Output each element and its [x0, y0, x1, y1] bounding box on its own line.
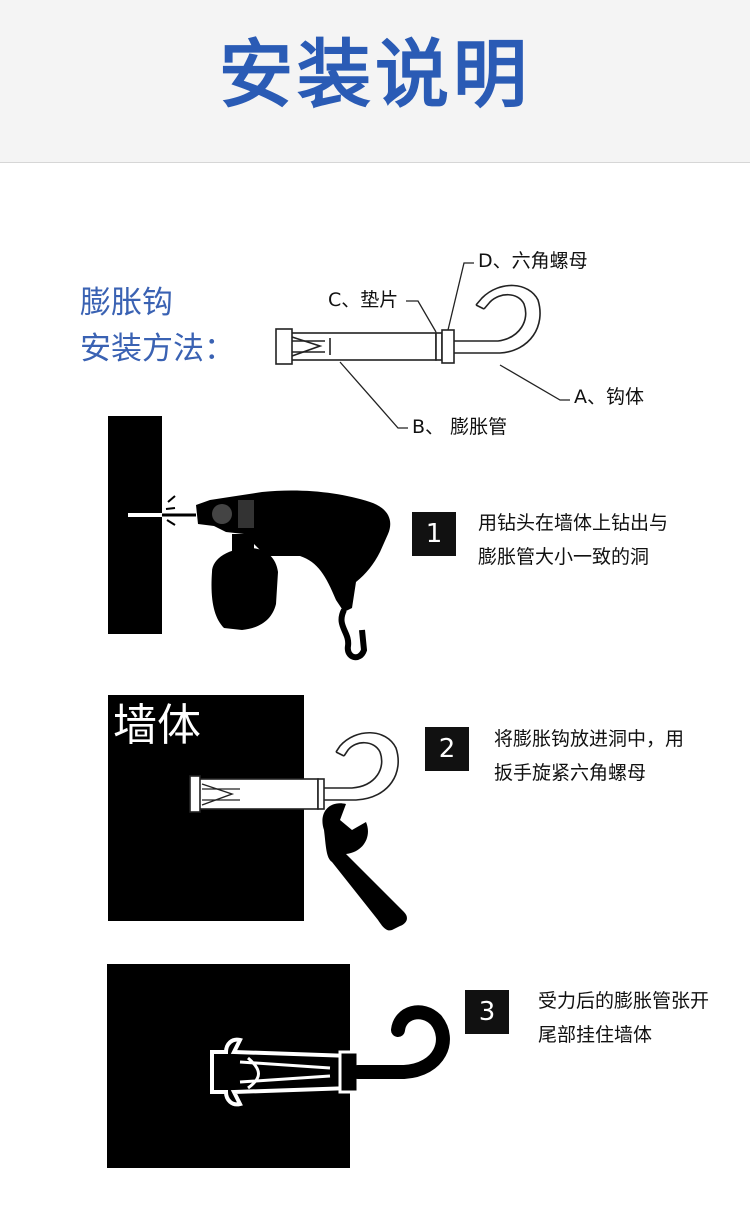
step3-expanded-scene — [107, 964, 450, 1168]
drilled-hole — [128, 513, 162, 517]
step-2-line1: 将膨胀钩放进洞中，用 — [494, 728, 685, 750]
label-washer: C、垫片 — [324, 289, 403, 312]
step-1-line2: 膨胀管大小一致的洞 — [478, 546, 650, 568]
header-banner: 安装说明 — [0, 0, 750, 163]
method-title-line2: 安装方法： — [80, 331, 235, 367]
page-title: 安装说明 — [219, 32, 531, 118]
step-3-number: 3 — [465, 990, 509, 1034]
hook-bolt-diagram — [275, 284, 541, 365]
label-hook-body: A、钩体 — [570, 386, 648, 409]
step1-drilling-scene — [108, 416, 391, 661]
wall-label: 墙体 — [113, 700, 201, 751]
step-2-text: 将膨胀钩放进洞中，用 扳手旋紧六角螺母 — [494, 722, 750, 790]
step-2-number: 2 — [425, 727, 469, 771]
step2-tightening-scene — [108, 695, 407, 931]
wall-slab — [108, 416, 162, 634]
label-hex-nut: D、六角螺母 — [474, 250, 592, 273]
leader-lines — [339, 262, 572, 429]
step-3-line2: 尾部挂住墙体 — [538, 1024, 653, 1046]
step-2-line2: 扳手旋紧六角螺母 — [494, 762, 647, 784]
wrench-icon — [322, 803, 407, 931]
step-1-text: 用钻头在墙体上钻出与 膨胀管大小一致的洞 — [478, 506, 738, 574]
step-3-text: 受力后的膨胀管张开 尾部挂住墙体 — [538, 984, 750, 1052]
label-sleeve: B、 膨胀管 — [408, 416, 512, 439]
step-1-line1: 用钻头在墙体上钻出与 — [478, 512, 669, 534]
step-3-line1: 受力后的膨胀管张开 — [538, 990, 710, 1012]
step-1-number: 1 — [412, 512, 456, 556]
method-title-line1: 膨胀钩 — [80, 285, 173, 321]
hand-grip — [211, 548, 278, 630]
